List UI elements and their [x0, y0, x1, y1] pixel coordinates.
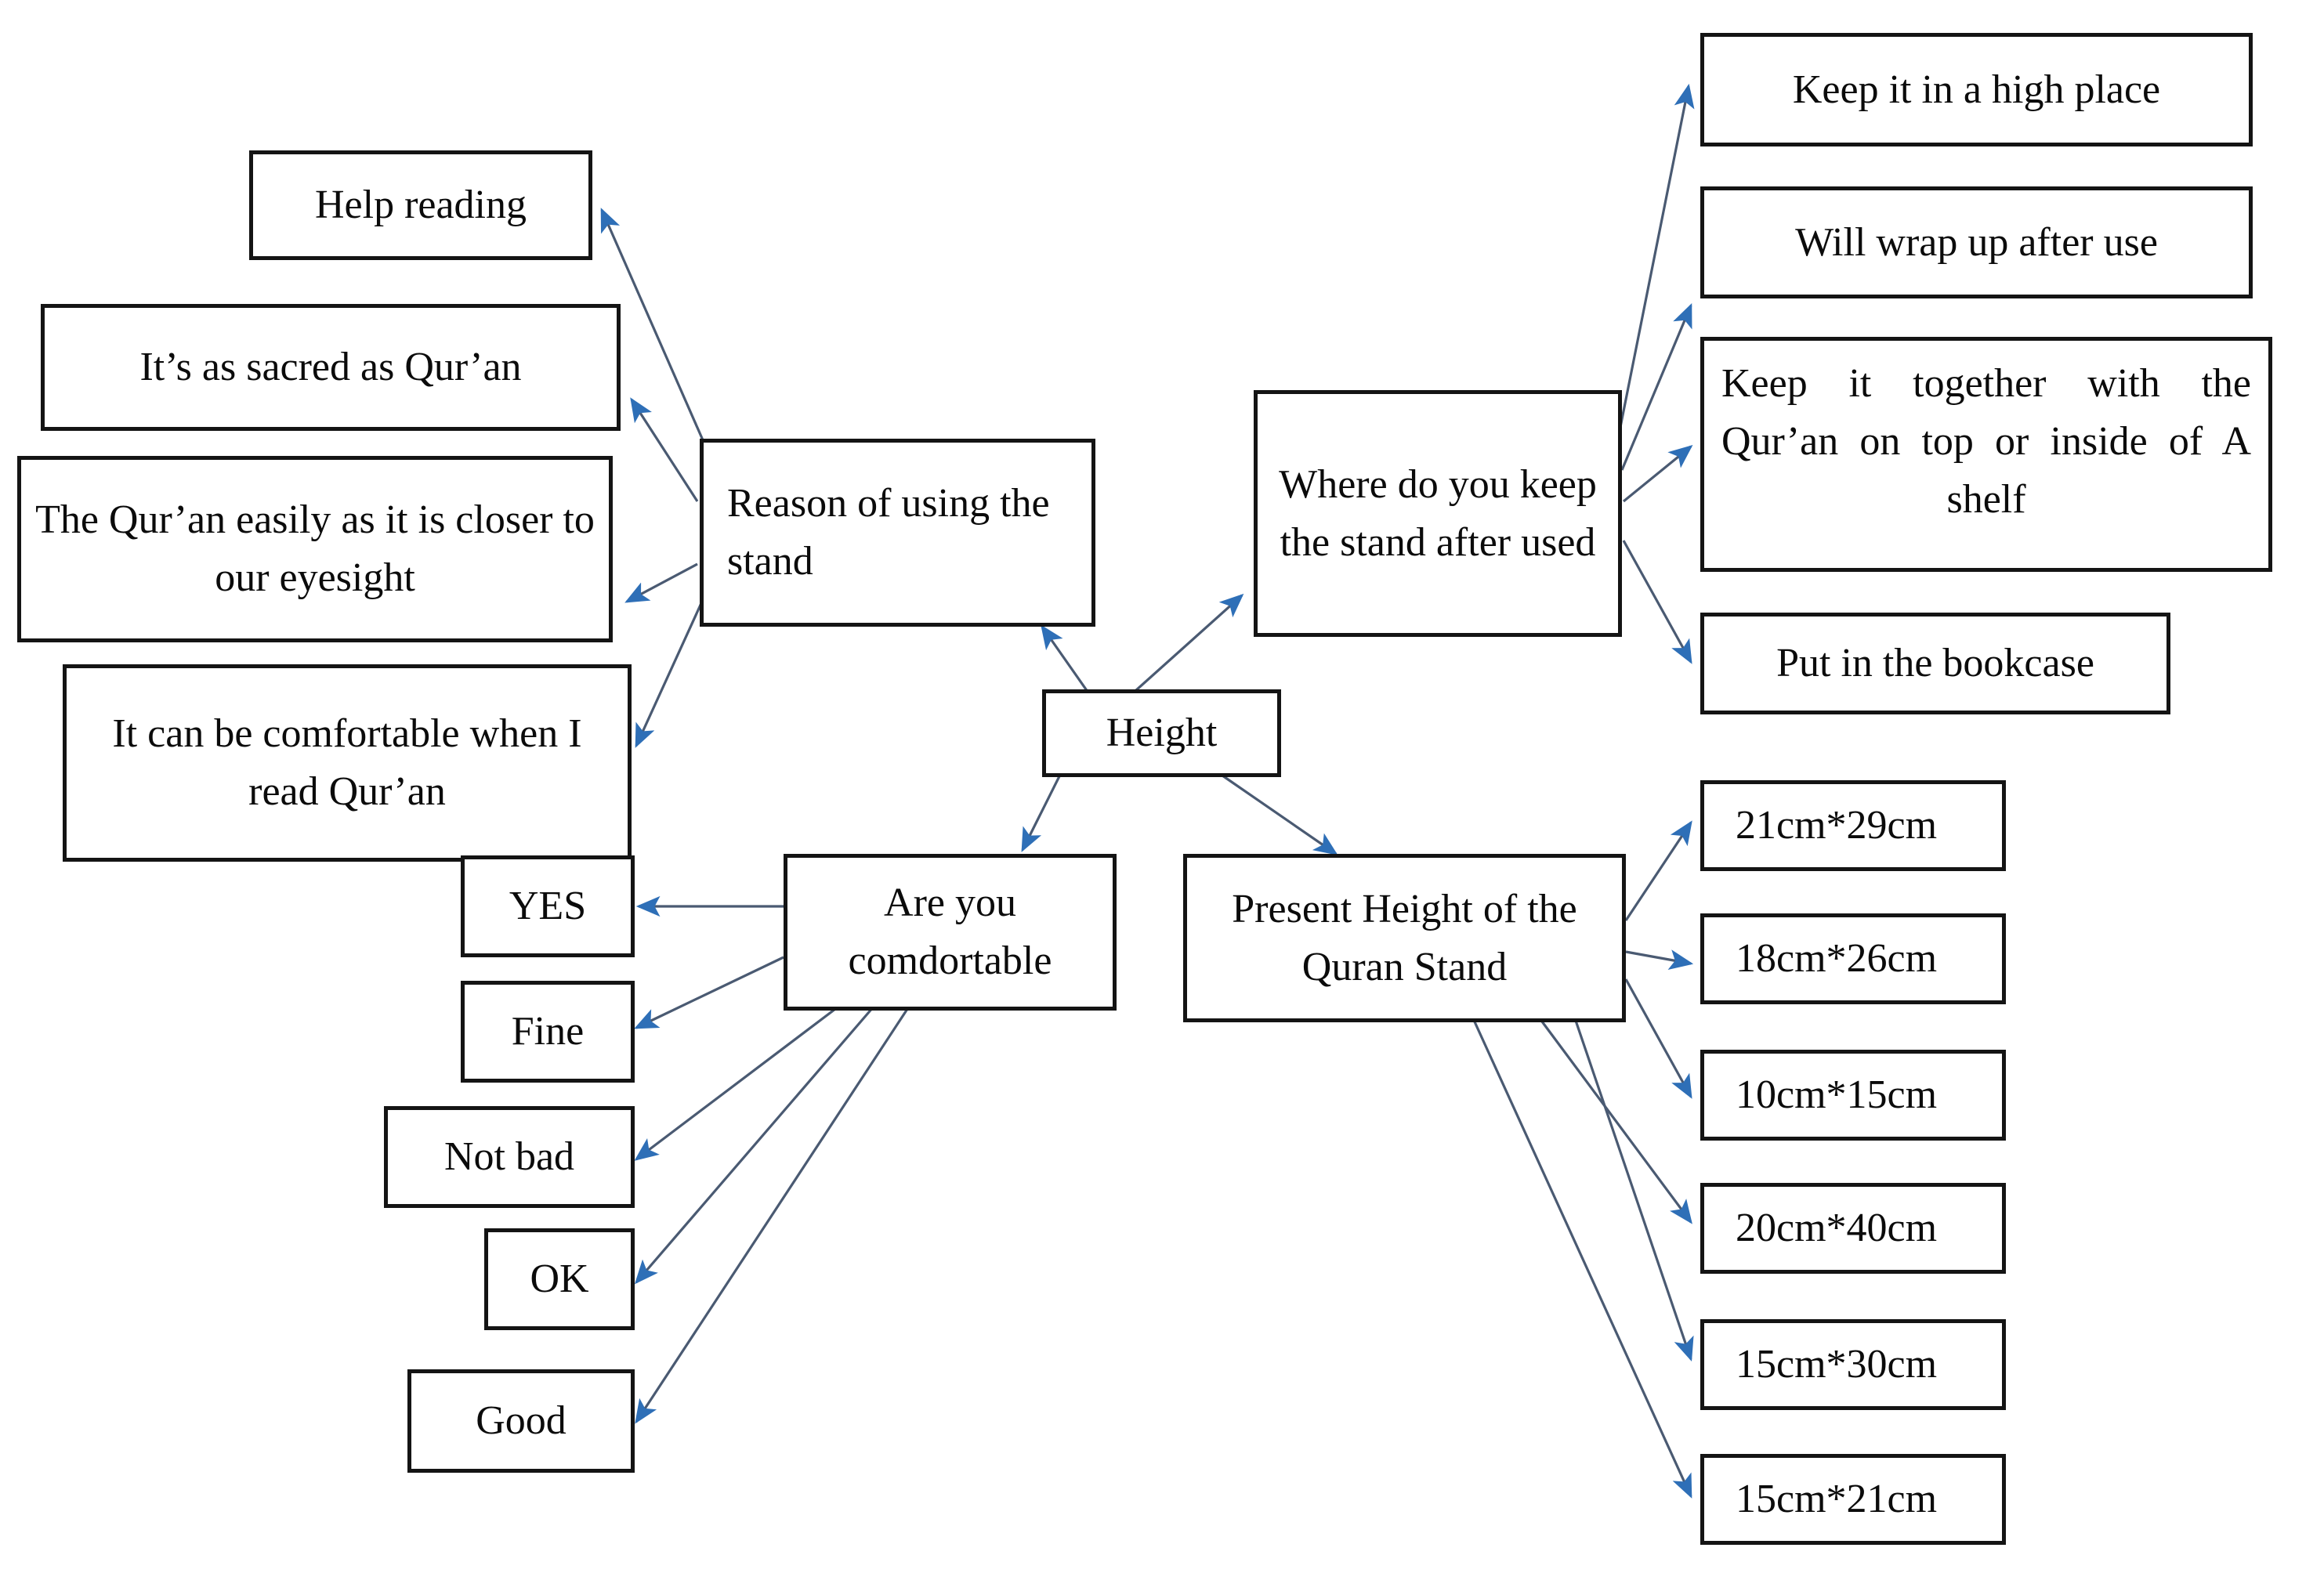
node-fine[interactable]: Fine: [461, 981, 635, 1083]
edge-present-to-15x21: [1472, 1018, 1692, 1499]
node-label: 21cm*29cm: [1736, 803, 1938, 848]
node-label: It’s as sacred as Qur’an: [139, 345, 522, 390]
node-label: Will wrap up after use: [1795, 219, 2158, 265]
edge-comdortable-to-not-bad: [634, 1005, 839, 1161]
node-label: 15cm*30cm: [1736, 1342, 1938, 1387]
node-label: Put in the bookcase: [1776, 641, 2094, 686]
node-size-15x30[interactable]: 15cm*30cm: [1700, 1319, 2006, 1410]
node-good[interactable]: Good: [407, 1369, 635, 1473]
node-label: Keep it in a high place: [1792, 67, 2161, 112]
node-size-15x21[interactable]: 15cm*21cm: [1700, 1454, 2006, 1545]
node-label: OK: [530, 1257, 589, 1302]
node-will-wrap-up-after-use[interactable]: Will wrap up after use: [1700, 186, 2253, 298]
node-reason-of-using-the-stand[interactable]: Reason of using the stand: [700, 439, 1095, 627]
edge-reason-to-comfortable: [635, 602, 703, 748]
edge-present-to-21x29: [1624, 820, 1692, 921]
edge-where-to-bookcase: [1622, 540, 1692, 664]
node-height[interactable]: Height: [1042, 689, 1281, 777]
node-keep-it-together-with-the-quran[interactable]: Keep it together with the Qur’an on top …: [1700, 337, 2272, 572]
node-label: Fine: [511, 1009, 585, 1054]
edge-comdortable-to-fine: [634, 956, 784, 1029]
node-label: Height: [1106, 711, 1218, 756]
node-label: YES: [509, 884, 587, 929]
node-present-height-of-the-quran-stand[interactable]: Present Height of the Quran Stand: [1183, 854, 1626, 1022]
edge-present-to-18x26: [1625, 949, 1694, 971]
edge-height-to-comdortable: [1021, 771, 1063, 852]
edge-where-to-high-place: [1616, 83, 1695, 439]
node-keep-it-in-a-high-place[interactable]: Keep it in a high place: [1700, 33, 2253, 146]
edge-comdortable-to-ok: [634, 1005, 875, 1285]
edge-present-to-20x40: [1538, 1018, 1692, 1224]
node-size-10x15[interactable]: 10cm*15cm: [1700, 1050, 2006, 1141]
node-label: 18cm*26cm: [1736, 936, 1938, 982]
edge-present-to-10x15: [1624, 978, 1692, 1099]
node-size-20x40[interactable]: 20cm*40cm: [1700, 1183, 2006, 1274]
node-its-as-sacred-as-quran[interactable]: It’s as sacred as Qur’an: [41, 304, 621, 431]
node-yes[interactable]: YES: [461, 855, 635, 957]
edge-height-to-where-keep: [1127, 593, 1244, 699]
node-label: Keep it together with the Qur’an on top …: [1721, 361, 2251, 522]
edge-height-to-present-height: [1222, 774, 1338, 855]
node-label: 20cm*40cm: [1736, 1206, 1938, 1251]
node-ok[interactable]: OK: [484, 1228, 635, 1330]
edge-reason-to-eyesight: [624, 562, 698, 603]
edge-comdortable-to-good: [635, 1006, 910, 1424]
node-quran-easily-closer-to-eyesight[interactable]: The Qur’an easily as it is closer to our…: [17, 456, 613, 642]
node-label: 10cm*15cm: [1736, 1072, 1938, 1118]
node-help-reading[interactable]: Help reading: [249, 150, 592, 260]
node-label: The Qur’an easily as it is closer to our…: [35, 497, 595, 600]
node-label: Present Height of the Quran Stand: [1232, 886, 1577, 989]
edge-where-to-wrap-up: [1620, 303, 1692, 471]
node-are-you-comdortable[interactable]: Are you comdortable: [784, 854, 1117, 1011]
node-label: Reason of using the stand: [727, 481, 1050, 584]
node-size-21x29[interactable]: 21cm*29cm: [1700, 780, 2006, 871]
edge-where-to-keep-together: [1622, 444, 1693, 503]
node-where-do-you-keep-the-stand-after-used[interactable]: Where do you keep the stand after used: [1254, 390, 1622, 637]
node-label: Good: [476, 1398, 567, 1444]
node-label: It can be comfortable when I read Qur’an: [112, 711, 582, 814]
node-label: Not bad: [443, 1134, 575, 1180]
node-size-18x26[interactable]: 18cm*26cm: [1700, 913, 2006, 1004]
node-label: Help reading: [314, 183, 527, 228]
edge-reason-to-sacred: [630, 397, 699, 502]
edge-present-to-15x30: [1573, 1018, 1694, 1362]
node-label: 15cm*21cm: [1736, 1477, 1938, 1522]
node-label: Where do you keep the stand after used: [1279, 461, 1597, 565]
node-not-bad[interactable]: Not bad: [384, 1106, 635, 1208]
node-label: Are you comdortable: [848, 881, 1052, 983]
node-put-in-the-bookcase[interactable]: Put in the bookcase: [1700, 613, 2170, 714]
node-comfortable-when-i-read-quran[interactable]: It can be comfortable when I read Qur’an: [63, 664, 632, 862]
